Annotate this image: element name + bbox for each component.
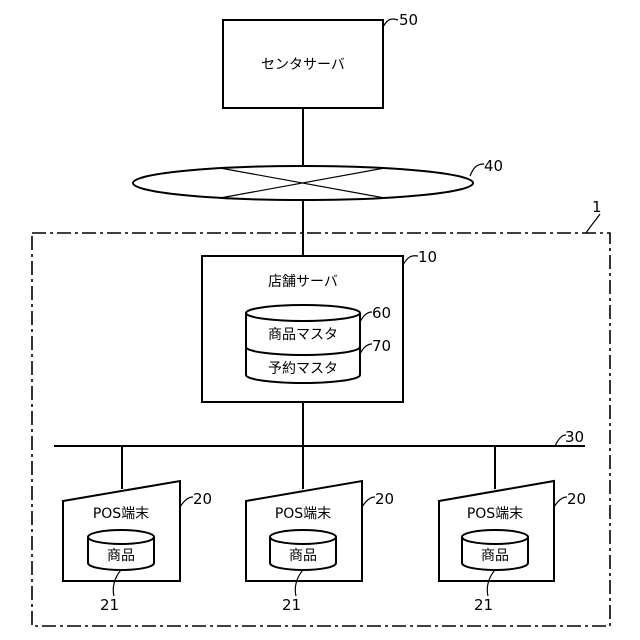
product-master-ref: 60 xyxy=(372,304,391,322)
pos-db-ref: 21 xyxy=(282,596,301,614)
store-server-ref: 10 xyxy=(418,248,437,266)
system-ref-leader xyxy=(586,214,600,233)
product-master-ref-leader xyxy=(360,312,372,322)
pos-terminal-ref: 20 xyxy=(375,490,394,508)
pos-db-ref-leader xyxy=(113,570,121,596)
pos-product-db-label: 商品 xyxy=(107,548,135,564)
pos-terminal-label: POS端末 xyxy=(93,506,149,522)
system-ref: 1 xyxy=(592,198,602,216)
network-ref-leader xyxy=(470,164,484,176)
lan-ref: 30 xyxy=(565,428,584,446)
reservation-master-ref-leader xyxy=(360,344,372,354)
pos-terminal-ref-leader xyxy=(554,497,567,507)
pos-terminal-label: POS端末 xyxy=(275,506,331,522)
center-server-ref: 50 xyxy=(399,11,418,29)
pos-terminal-ref: 20 xyxy=(193,490,212,508)
network-ref: 40 xyxy=(484,157,503,175)
reservation-master-ref: 70 xyxy=(372,337,391,355)
pos-terminal-ref: 20 xyxy=(567,490,586,508)
pos-db-ref: 21 xyxy=(100,596,119,614)
pos-product-db-label: 商品 xyxy=(481,548,509,564)
center-server-label: センタサーバ xyxy=(261,57,345,73)
pos-db-ref: 21 xyxy=(474,596,493,614)
pos-product-db-label: 商品 xyxy=(289,548,317,564)
reservation-master-label: 予約マスタ xyxy=(268,361,338,377)
pos-db-ref-leader xyxy=(295,570,303,596)
pos-terminal-ref-leader xyxy=(180,497,193,507)
pos-terminal-label: POS端末 xyxy=(467,506,523,522)
center-server-ref-leader xyxy=(383,19,398,27)
pos-db-ref-leader xyxy=(487,570,495,596)
pos-terminal-ref-leader xyxy=(362,497,375,507)
store-server-label: 店舗サーバ xyxy=(268,274,338,290)
product-master-label: 商品マスタ xyxy=(268,327,338,343)
store-server-ref-leader xyxy=(403,256,418,265)
